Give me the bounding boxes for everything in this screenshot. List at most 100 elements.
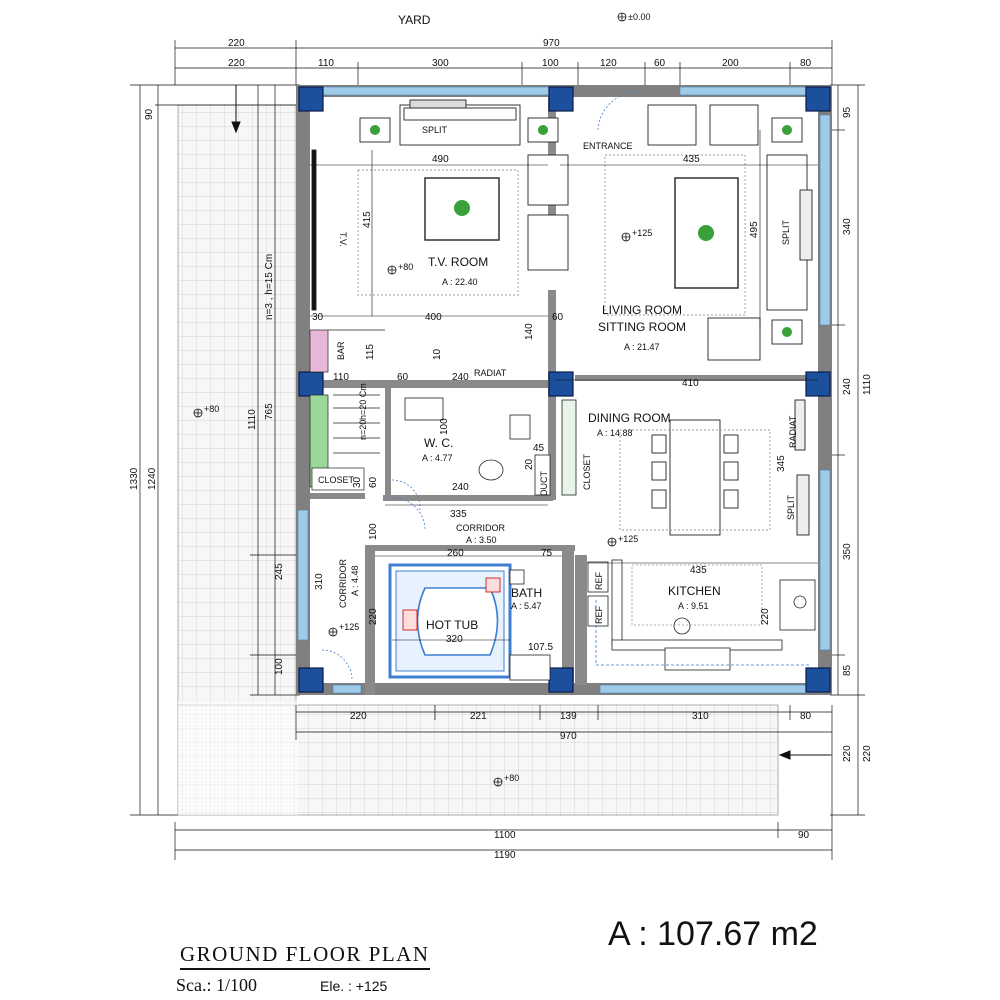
dim-int-60a: 60 bbox=[552, 312, 564, 323]
dim-left-1330: 1330 bbox=[129, 467, 140, 490]
dim-int-110: 110 bbox=[333, 372, 349, 383]
room-area-dining: A : 14.88 bbox=[597, 428, 633, 438]
dim-left-90: 90 bbox=[144, 108, 155, 120]
level-corridor: +125 bbox=[339, 622, 359, 632]
dim-int-400: 400 bbox=[425, 312, 442, 323]
dimension-lines-left bbox=[130, 84, 300, 816]
column bbox=[805, 667, 831, 693]
kitchen-fixtures bbox=[587, 559, 816, 671]
dim-int-75: 75 bbox=[541, 548, 553, 559]
dim-int-240b: 240 bbox=[452, 482, 469, 493]
column bbox=[298, 86, 324, 112]
plan-title: GROUND FLOOR PLAN bbox=[180, 942, 430, 970]
dim-int-140: 140 bbox=[524, 323, 535, 340]
level-tv: +80 bbox=[398, 262, 413, 272]
room-area-corridor: A : 3.50 bbox=[466, 535, 497, 545]
dim-int-435b: 435 bbox=[690, 565, 707, 576]
dim-left-765: 765 bbox=[264, 403, 275, 420]
dim-right-340: 340 bbox=[842, 218, 853, 235]
dim-int-100b: 100 bbox=[368, 523, 379, 540]
dim-top-2: 970 bbox=[543, 38, 560, 49]
split-label: SPLIT bbox=[781, 219, 791, 245]
level-markers bbox=[193, 232, 631, 787]
dim-int-60b: 60 bbox=[397, 372, 409, 383]
dim-top-7: 120 bbox=[600, 58, 617, 69]
windows bbox=[297, 86, 831, 694]
entrance-label: ENTRANCE bbox=[583, 141, 633, 151]
level-top-marker bbox=[617, 12, 627, 22]
dim-int-100a: 100 bbox=[439, 418, 450, 435]
ref-label: REF bbox=[594, 571, 604, 590]
closet-label: CLOSET bbox=[318, 475, 355, 485]
room-area-bath: A : 5.47 bbox=[511, 601, 542, 611]
dim-left-245: 245 bbox=[274, 563, 285, 580]
total-area: A : 107.67 m2 bbox=[608, 915, 818, 953]
dim-int-220a: 220 bbox=[368, 608, 379, 625]
room-area-living: A : 21.47 bbox=[624, 342, 660, 352]
room-name-sitting: SITTING ROOM bbox=[598, 320, 686, 334]
dim-top-3: 220 bbox=[228, 58, 245, 69]
dim-right-240: 240 bbox=[842, 378, 853, 395]
dim-bot-80: 80 bbox=[800, 711, 812, 722]
dim-right-350: 350 bbox=[842, 543, 853, 560]
column bbox=[548, 371, 574, 397]
dim-int-495: 495 bbox=[749, 221, 760, 238]
wc-fixtures bbox=[404, 397, 577, 496]
dim-right-220b: 220 bbox=[862, 745, 873, 762]
dimension-lines-bottom bbox=[174, 705, 833, 860]
dim-int-320: 320 bbox=[446, 634, 463, 645]
dim-top-8: 60 bbox=[654, 58, 666, 69]
stairs bbox=[309, 329, 385, 491]
dim-left-stairs: n=3 , h=15 Cm bbox=[264, 254, 275, 320]
dim-int-415: 415 bbox=[362, 211, 373, 228]
dim-right-1110: 1110 bbox=[862, 374, 873, 395]
stair-n-label: n=20 bbox=[358, 420, 368, 440]
hot-tub bbox=[388, 563, 512, 679]
level-yard: +80 bbox=[204, 404, 219, 414]
dim-int-345: 345 bbox=[776, 455, 787, 472]
dim-int-260: 260 bbox=[447, 548, 464, 559]
dim-int-10: 10 bbox=[432, 348, 443, 360]
split-label: SPLIT bbox=[422, 125, 448, 135]
room-area-wc: A : 4.77 bbox=[422, 453, 453, 463]
column bbox=[298, 371, 324, 397]
hot-tub-label: HOT TUB bbox=[426, 618, 478, 632]
arrows bbox=[231, 85, 830, 760]
dim-int-30b: 30 bbox=[352, 476, 363, 488]
dim-top-6: 100 bbox=[542, 58, 559, 69]
closet-label: CLOSET bbox=[582, 453, 592, 490]
column bbox=[805, 371, 831, 397]
column bbox=[298, 667, 324, 693]
dim-int-20: 20 bbox=[524, 458, 535, 470]
dim-int-335: 335 bbox=[450, 509, 467, 520]
dim-left-1240: 1240 bbox=[147, 467, 158, 490]
dim-int-490: 490 bbox=[432, 154, 449, 165]
level-dining: +125 bbox=[618, 534, 638, 544]
level-living: +125 bbox=[632, 228, 652, 238]
dim-right-95: 95 bbox=[842, 106, 853, 118]
room-name-kitchen: KITCHEN bbox=[668, 584, 721, 598]
room-name-corridor: CORRIDOR bbox=[456, 523, 505, 533]
dim-int-45: 45 bbox=[533, 443, 545, 454]
dim-bot-310: 310 bbox=[692, 711, 709, 722]
dim-top-4: 110 bbox=[318, 58, 334, 69]
dim-bot-139: 139 bbox=[560, 711, 577, 722]
room-name-tv: T.V. ROOM bbox=[428, 255, 488, 269]
dim-int-107-5: 107.5 bbox=[528, 642, 553, 653]
dimension-lines-top bbox=[174, 40, 833, 85]
plan-elevation: Ele. : +125 bbox=[320, 978, 388, 994]
room-name-corridor-side: CORRIDOR bbox=[338, 559, 348, 608]
columns bbox=[298, 86, 831, 693]
dim-top-1: 220 bbox=[228, 38, 245, 49]
stair-h-label: h=20 Cm bbox=[358, 383, 368, 420]
room-area-kitchen: A : 9.51 bbox=[678, 601, 709, 611]
dim-bot-970: 970 bbox=[560, 731, 577, 742]
dim-right-85: 85 bbox=[842, 664, 853, 676]
level-top: ±0.00 bbox=[628, 12, 650, 22]
dim-bot-221: 221 bbox=[470, 711, 487, 722]
room-area-tv: A : 22.40 bbox=[442, 277, 478, 287]
tv-label: T.V. bbox=[338, 232, 348, 247]
column bbox=[548, 667, 574, 693]
dim-left-100: 100 bbox=[274, 658, 285, 675]
